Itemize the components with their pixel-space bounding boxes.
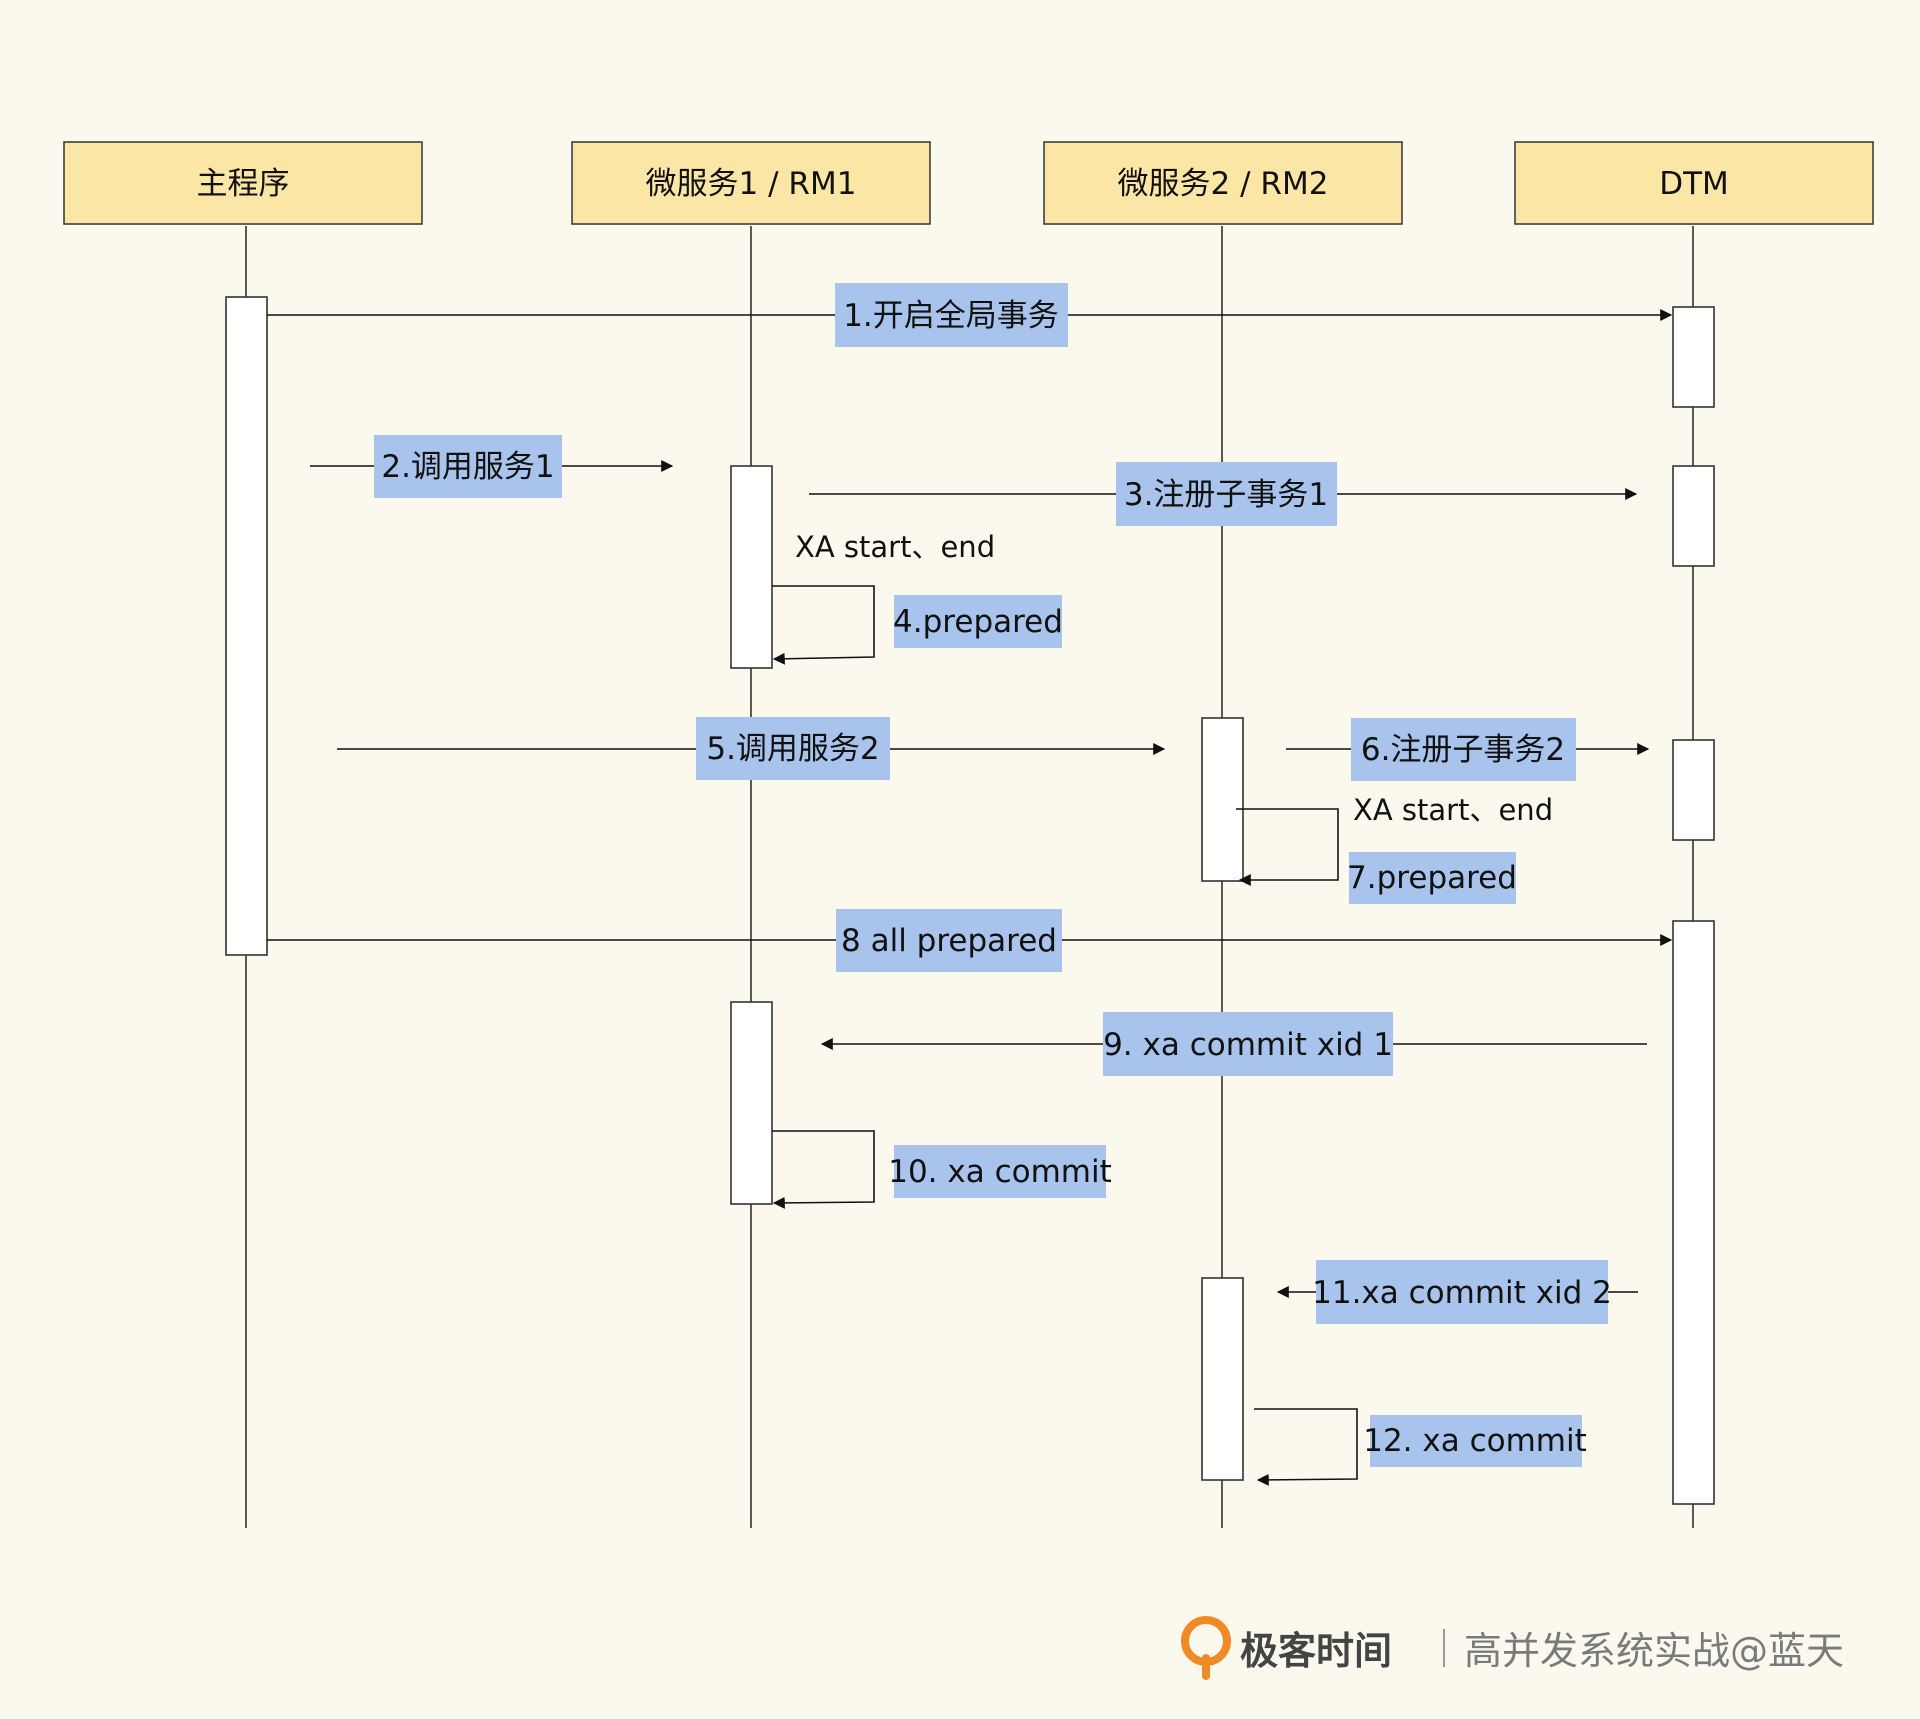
- message-4-label: 4.prepared: [893, 604, 1063, 640]
- message-10-label: 10. xa commit: [888, 1154, 1112, 1190]
- message-5: 5.调用服务2: [337, 717, 1166, 780]
- message-2-label: 2.调用服务1: [381, 449, 554, 485]
- actor-rm1-label: 微服务1 / RM1: [646, 166, 857, 202]
- actor-dtm-label: DTM: [1659, 166, 1729, 202]
- message-8-label: 8 all prepared: [841, 923, 1057, 959]
- actor-main: 主程序: [63, 141, 423, 225]
- message-8: 8 all prepared: [267, 909, 1673, 972]
- activation-rm2-b: [1201, 1277, 1244, 1481]
- message-12: 12. xa commit: [1254, 1408, 1587, 1486]
- message-7-note: XA start、end: [1353, 793, 1553, 827]
- message-4-note: XA start、end: [795, 530, 995, 564]
- actor-main-label: 主程序: [197, 166, 290, 202]
- message-6: 6.注册子事务2: [1286, 718, 1650, 781]
- message-9-label: 9. xa commit xid 1: [1103, 1027, 1393, 1063]
- message-6-label: 6.注册子事务2: [1361, 732, 1565, 768]
- footer-brand: 极客时间: [1240, 1629, 1392, 1673]
- message-11-label: 11.xa commit xid 2: [1312, 1275, 1612, 1311]
- footer-tagline: 高并发系统实战@蓝天: [1464, 1629, 1844, 1673]
- footer-watermark: 极客时间 高并发系统实战@蓝天: [1181, 1616, 1844, 1680]
- activation-dtm-a: [1672, 306, 1715, 408]
- activation-rm1-b: [730, 1001, 773, 1205]
- message-3: 3.注册子事务1: [809, 462, 1638, 526]
- activation-main: [225, 296, 268, 956]
- brand-logo-icon: [1181, 1616, 1231, 1680]
- message-7: XA start、end 7.prepared: [1236, 793, 1553, 904]
- actor-rm1: 微服务1 / RM1: [571, 141, 931, 225]
- message-3-label: 3.注册子事务1: [1124, 477, 1328, 513]
- activation-rm2-a: [1201, 717, 1244, 882]
- activation-dtm-d: [1672, 920, 1715, 1505]
- actor-rm2-label: 微服务2 / RM2: [1118, 166, 1329, 202]
- message-4: XA start、end 4.prepared: [772, 530, 1063, 665]
- activation-dtm-b: [1672, 465, 1715, 567]
- message-1-label: 1.开启全局事务: [843, 298, 1059, 334]
- message-12-label: 12. xa commit: [1363, 1423, 1587, 1459]
- message-7-label: 7.prepared: [1347, 860, 1517, 896]
- message-11: 11.xa commit xid 2: [1276, 1260, 1638, 1324]
- activation-rm1-a: [730, 465, 773, 669]
- actor-dtm: DTM: [1514, 141, 1874, 225]
- activation-dtm-c: [1672, 739, 1715, 841]
- message-9: 9. xa commit xid 1: [820, 1012, 1647, 1076]
- actor-rm2: 微服务2 / RM2: [1043, 141, 1403, 225]
- message-5-label: 5.调用服务2: [706, 731, 879, 767]
- message-2: 2.调用服务1: [310, 435, 674, 498]
- message-10: 10. xa commit: [772, 1130, 1112, 1209]
- message-1: 1.开启全局事务: [267, 283, 1673, 347]
